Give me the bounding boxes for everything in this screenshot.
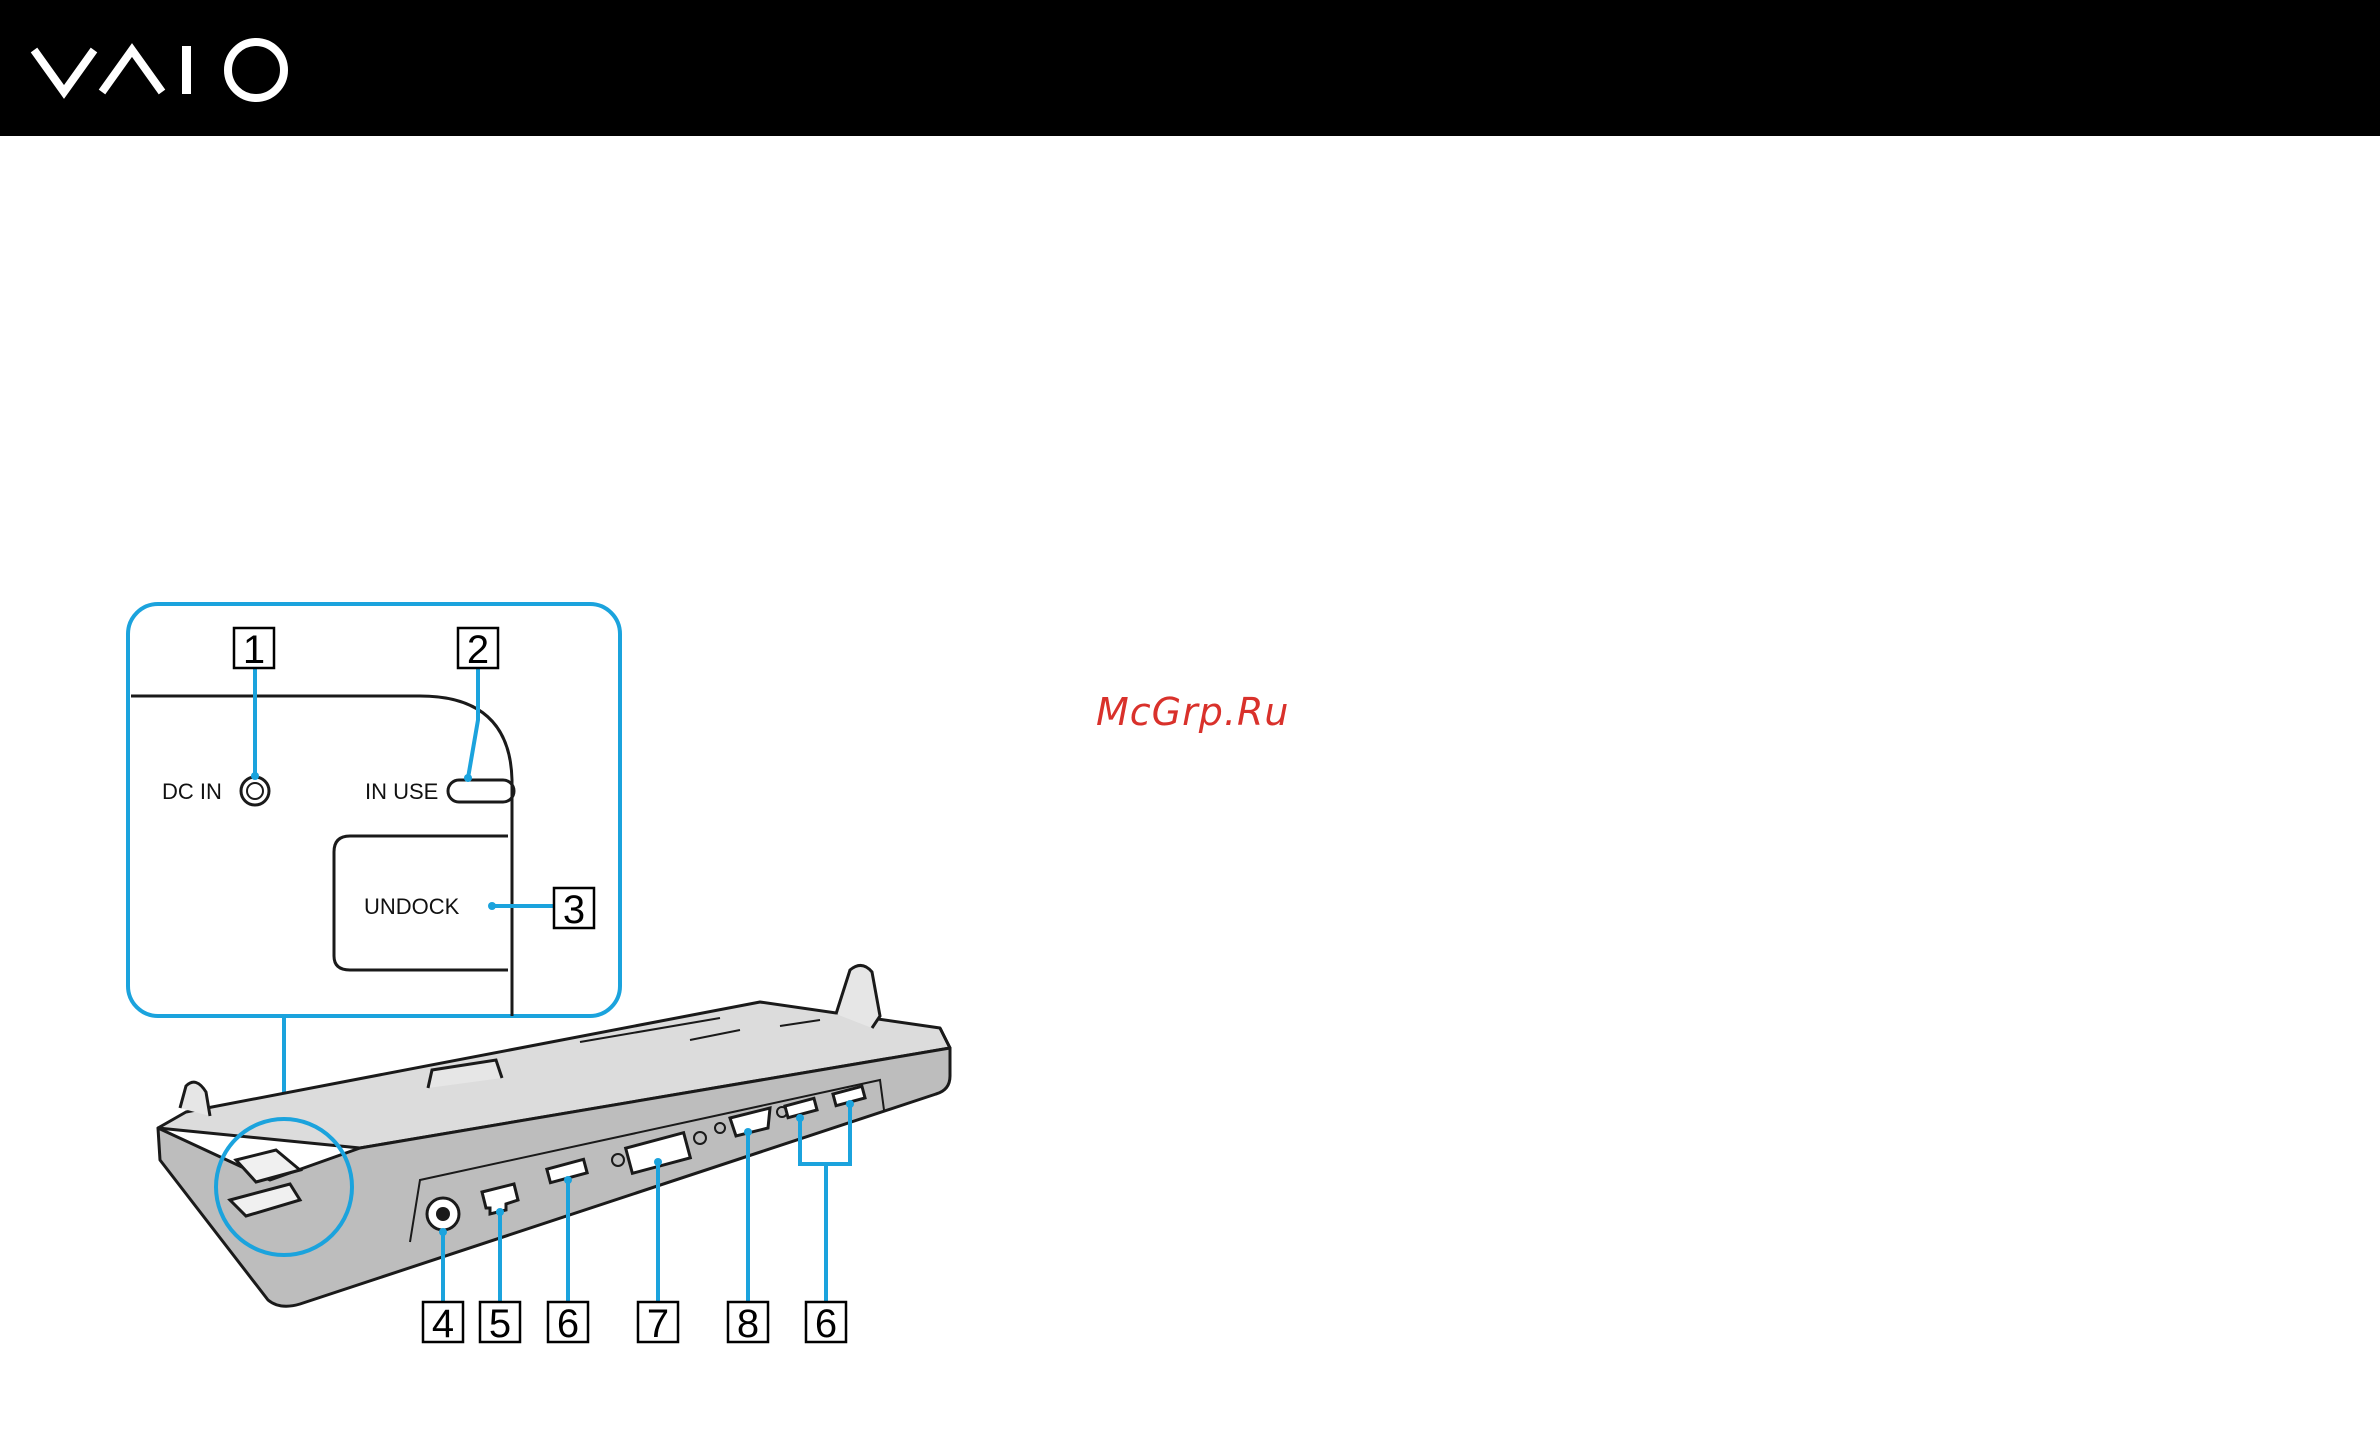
callout-3: 3 [554, 888, 594, 932]
callout-6: 6 [548, 1302, 588, 1346]
svg-text:8: 8 [737, 1302, 759, 1346]
magnified-inset-frame [128, 604, 620, 1016]
callout-6: 6 [806, 1302, 846, 1346]
svg-text:6: 6 [557, 1302, 579, 1346]
dc-in-label: DC IN [162, 779, 222, 804]
callout-4: 4 [423, 1302, 463, 1346]
svg-text:7: 7 [647, 1302, 669, 1346]
callout-8: 8 [728, 1302, 768, 1346]
callout-1: 1 [234, 628, 274, 672]
svg-text:6: 6 [815, 1302, 837, 1346]
dc-in-port-icon [427, 1198, 459, 1230]
undock-label: UNDOCK [364, 894, 460, 919]
svg-text:3: 3 [563, 888, 585, 932]
svg-text:1: 1 [243, 628, 265, 672]
callout-5: 5 [480, 1302, 520, 1346]
callout-2: 2 [458, 628, 498, 672]
svg-text:4: 4 [432, 1302, 454, 1346]
svg-text:2: 2 [467, 628, 489, 672]
in-use-label: IN USE [365, 779, 438, 804]
svg-text:5: 5 [489, 1302, 511, 1346]
callout-7: 7 [638, 1302, 678, 1346]
